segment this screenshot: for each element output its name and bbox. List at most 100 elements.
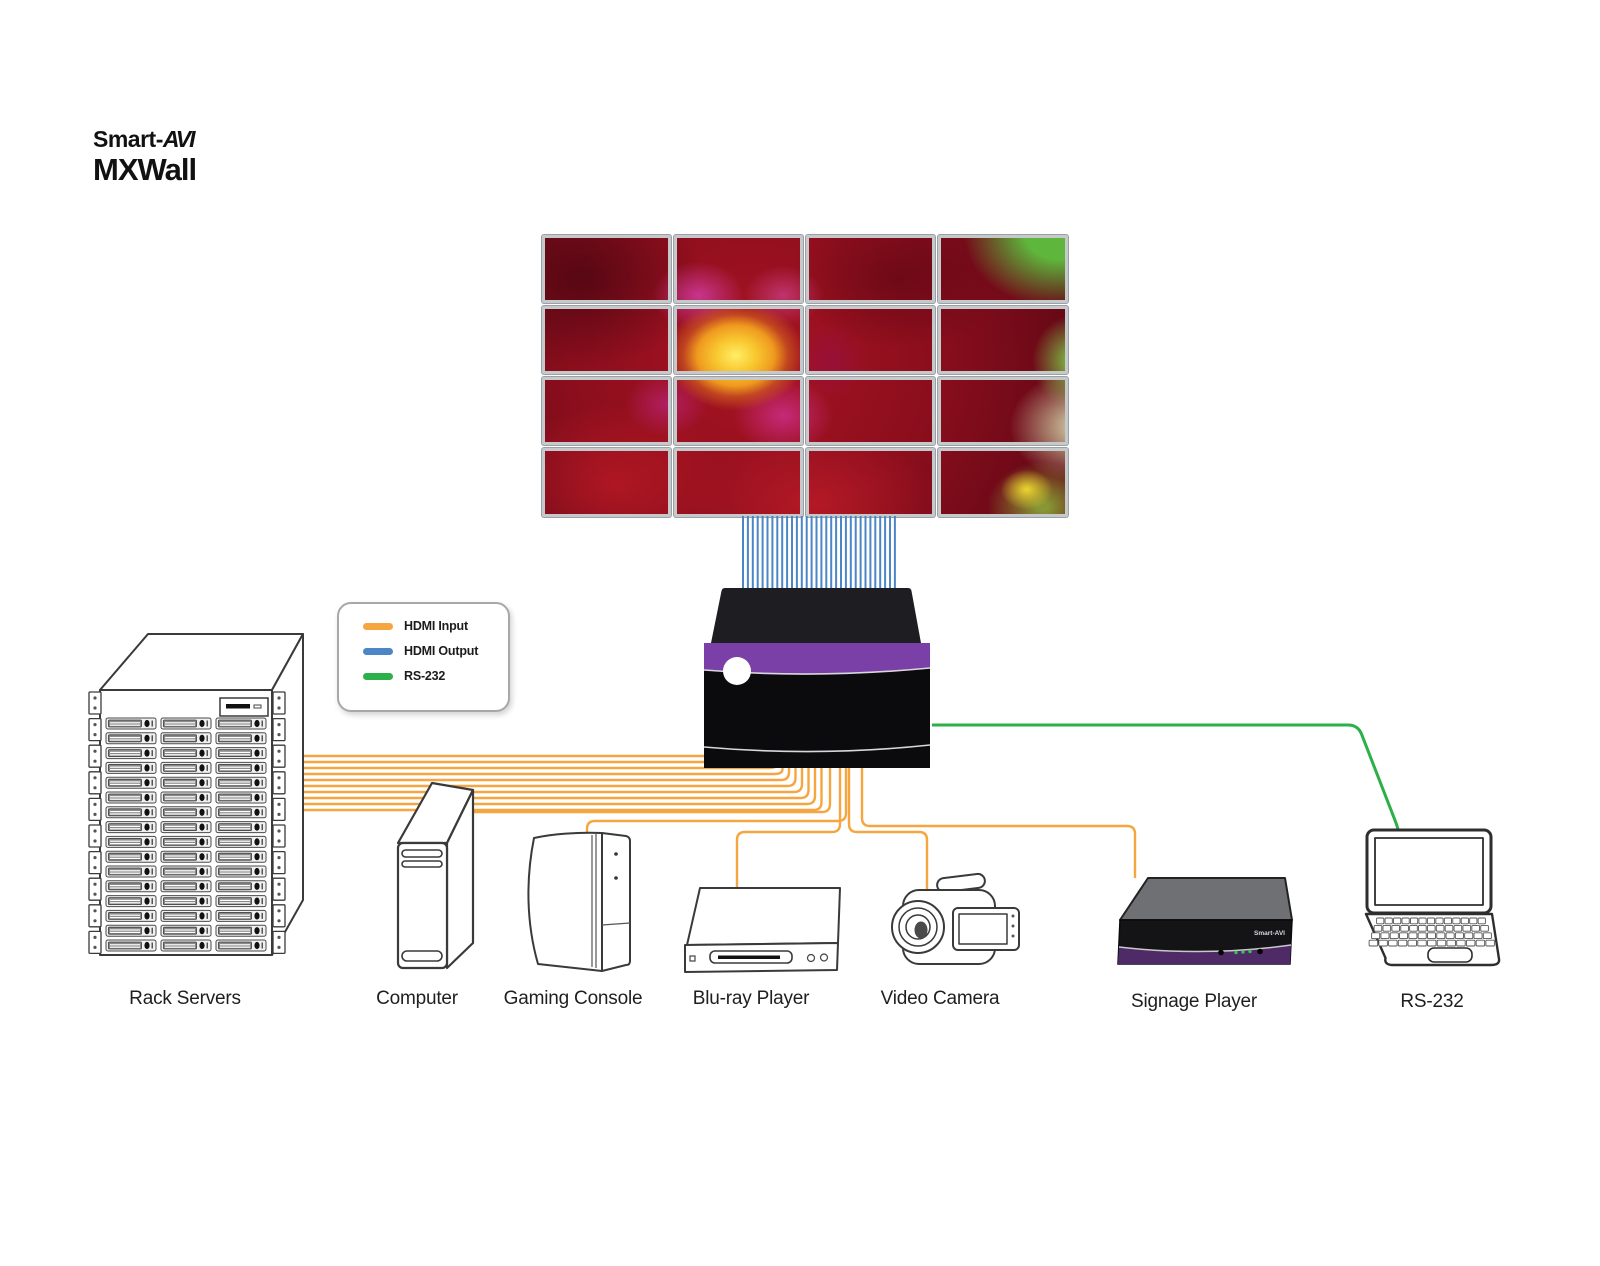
rack-detail [151, 912, 153, 919]
rack-detail [163, 793, 197, 802]
rack-detail [110, 766, 140, 768]
wall-tile-image [809, 237, 933, 300]
bay-latch [199, 793, 205, 802]
rack-screw [93, 759, 97, 763]
console-power-button [614, 852, 618, 856]
rack-detail [220, 781, 250, 783]
rs232-swatch [363, 672, 393, 680]
rack-screw [277, 812, 281, 816]
bay-latch [254, 882, 260, 890]
rack-detail [165, 722, 195, 724]
bay-latch [144, 838, 150, 846]
rack-detail [110, 917, 140, 919]
rack-screw [93, 786, 97, 790]
rack-screw [93, 945, 97, 949]
rack-detail [261, 720, 263, 727]
rack-detail [151, 735, 153, 742]
rack-detail [163, 867, 197, 876]
rack-detail [220, 724, 250, 726]
bay-latch [254, 941, 260, 950]
laptop-key [1443, 917, 1453, 925]
bay-latch [199, 912, 205, 920]
rack-screw [277, 776, 281, 780]
bay-latch [144, 764, 150, 772]
bay-latch [254, 808, 260, 816]
bay-latch [254, 912, 260, 920]
rack-detail [163, 749, 197, 757]
rack-detail [110, 870, 140, 872]
laptop-key [1482, 932, 1492, 940]
rack-screw [277, 733, 281, 737]
laptop-key [1371, 932, 1381, 940]
rack-screw [93, 776, 97, 780]
rack-screw [93, 856, 97, 860]
bay-latch [199, 734, 205, 742]
bay-latch [254, 867, 260, 876]
rack-detail [108, 941, 142, 950]
bay-latch [144, 912, 150, 920]
rack-detail [110, 929, 140, 931]
rack-detail [151, 868, 153, 875]
rack-screw [93, 892, 97, 896]
rack-detail [163, 837, 197, 846]
rack-detail [165, 813, 195, 815]
rack-detail [272, 824, 286, 848]
laptop-key [1376, 917, 1385, 925]
rack-detail [108, 749, 142, 757]
rack-detail [272, 797, 286, 822]
bay-latch [199, 897, 205, 905]
laptop-key [1436, 939, 1447, 947]
optical-drive-icon [219, 697, 269, 717]
laptop-key [1389, 932, 1399, 940]
rack-detail [165, 929, 195, 931]
bay-latch [199, 779, 205, 787]
rack-detail [220, 722, 250, 724]
rack-detail [218, 749, 252, 757]
rack-screw [277, 945, 281, 949]
rack-detail [110, 914, 140, 916]
device-rack-servers [88, 633, 304, 956]
bay-latch [254, 838, 260, 846]
rack-screw [277, 856, 281, 860]
laptop-key [1408, 932, 1418, 940]
bay-latch [199, 764, 205, 772]
laptop-key [1380, 932, 1390, 940]
bay-latch [199, 867, 205, 876]
laptop-key [1384, 917, 1393, 925]
rack-detail [218, 778, 252, 787]
rack-detail [163, 734, 197, 743]
rack-detail [165, 737, 195, 739]
rack-detail [272, 771, 286, 795]
legend-item-hdmi-output: HDMI Output [363, 644, 508, 658]
rack-detail [151, 838, 153, 845]
rack-detail [110, 931, 140, 933]
rack-detail [108, 793, 142, 802]
rack-detail [151, 883, 153, 890]
rack-screw [277, 892, 281, 896]
rack-detail [88, 744, 102, 768]
signage-led [1241, 950, 1245, 954]
rack-detail [151, 764, 153, 771]
rack-detail [108, 823, 142, 832]
bay-latch [199, 853, 205, 861]
bay-latch [199, 749, 205, 757]
wall-tile-image [544, 237, 668, 300]
laptop-key [1378, 939, 1388, 947]
rack-detail [110, 946, 140, 948]
caption-signage-player: Signage Player [1130, 991, 1258, 1012]
bay-latch [144, 793, 150, 802]
rack-detail [110, 857, 140, 859]
wall-tile-image [676, 308, 800, 371]
rack-detail [218, 867, 252, 876]
rack-detail [110, 872, 140, 874]
rack-detail [110, 798, 140, 800]
rack-detail [151, 750, 153, 757]
laptop-key [1446, 939, 1456, 947]
rack-screw [277, 802, 281, 806]
rack-detail [261, 750, 263, 757]
laptop-key [1426, 917, 1436, 925]
bay-latch [254, 793, 260, 802]
rack-detail [261, 838, 263, 845]
hdmi-input-cable-rack [295, 764, 791, 782]
rack-screw [277, 829, 281, 833]
